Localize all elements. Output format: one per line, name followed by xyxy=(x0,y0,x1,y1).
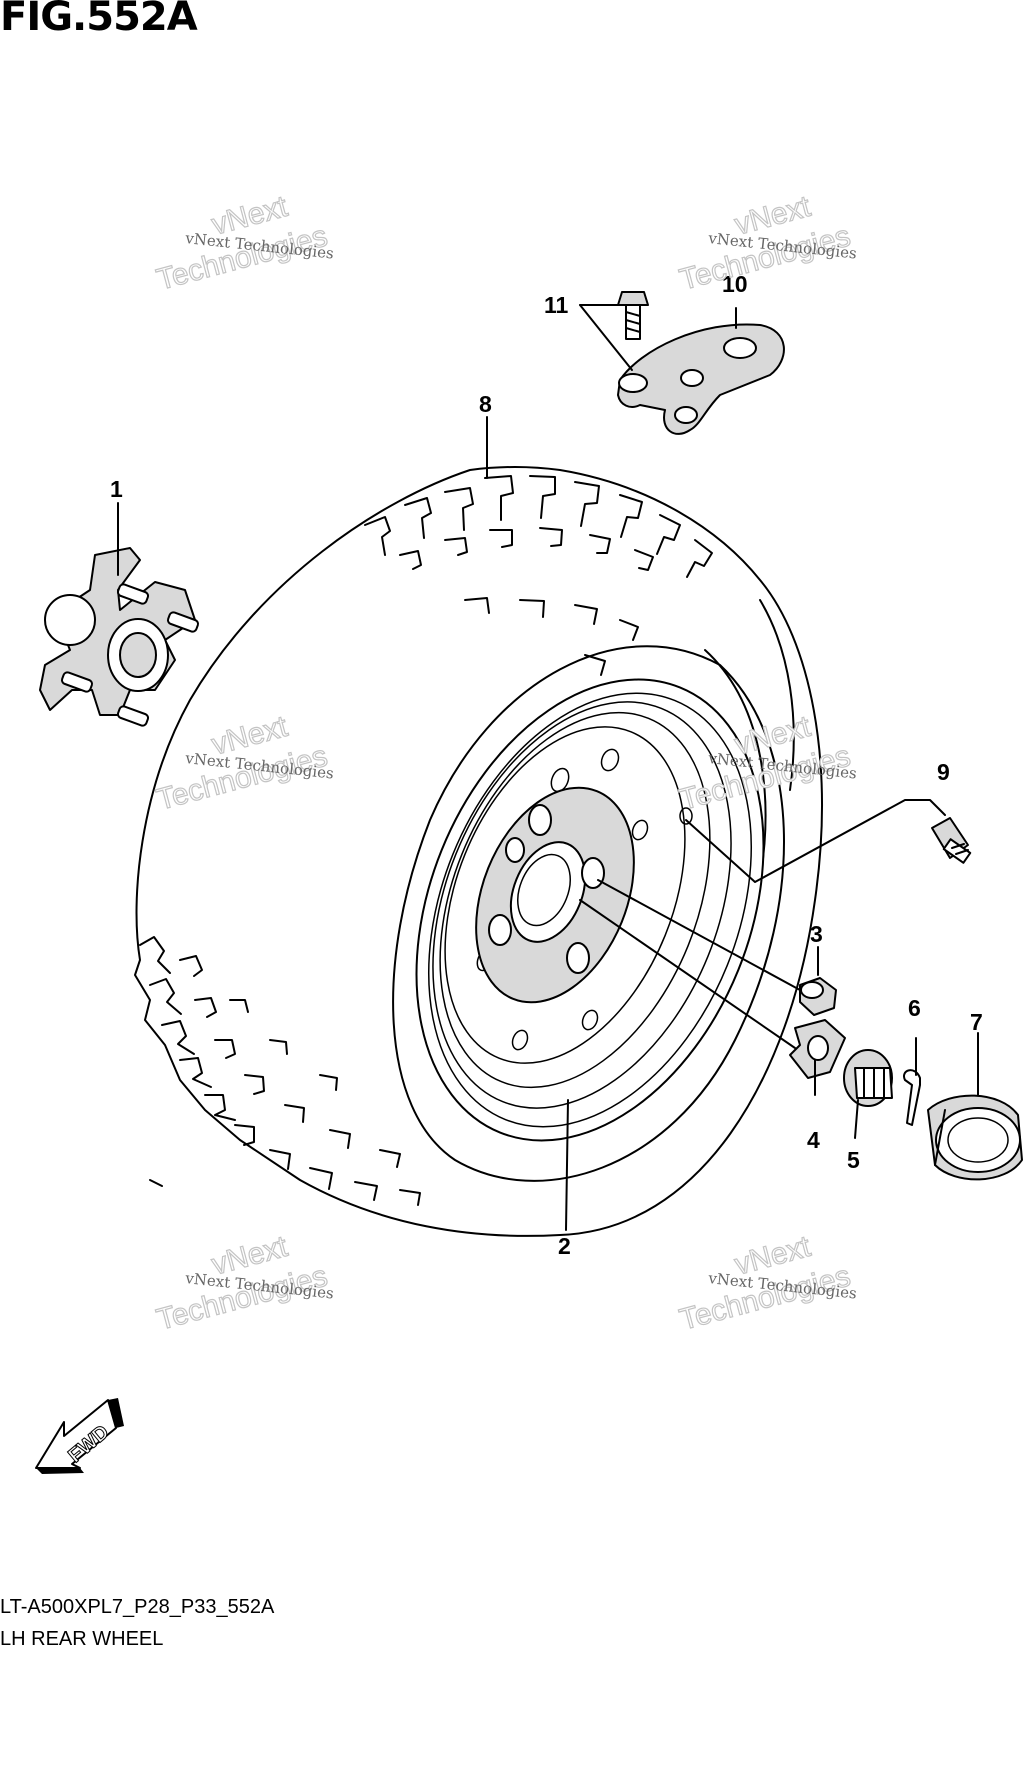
watermark-5: vNext Technologies vNext Technologies xyxy=(153,1229,335,1337)
callout-10: 10 xyxy=(722,271,748,297)
watermark-2: vNext Technologies vNext Technologies xyxy=(676,189,858,297)
watermark-6: vNext Technologies vNext Technologies xyxy=(676,1229,858,1337)
model-code: LT-A500XPL7_P28_P33_552A xyxy=(0,1596,275,1618)
callout-11: 11 xyxy=(544,292,569,318)
bolt xyxy=(617,291,649,340)
valve xyxy=(931,817,972,864)
leader-lines xyxy=(117,304,979,1231)
wheel-rim xyxy=(415,678,765,1142)
callout-labels: 1 2 3 4 5 6 7 8 9 10 11 xyxy=(110,271,983,1259)
callout-6: 6 xyxy=(908,995,921,1021)
bracket xyxy=(617,323,785,435)
callout-5: 5 xyxy=(847,1147,860,1173)
callout-4: 4 xyxy=(807,1127,820,1153)
figure-title: FIG.552A xyxy=(0,0,198,40)
castle-nut xyxy=(843,1049,893,1107)
callout-1: 1 xyxy=(110,476,123,502)
hub xyxy=(39,547,200,727)
callout-7: 7 xyxy=(970,1009,983,1035)
callout-3: 3 xyxy=(810,921,823,947)
fwd-arrow-icon: FWD xyxy=(35,1398,124,1474)
hub-cap xyxy=(927,1094,1023,1181)
cotter-pin xyxy=(903,1069,921,1126)
callout-9: 9 xyxy=(937,759,950,785)
caption-title: LH REAR WHEEL xyxy=(0,1628,164,1650)
callout-2: 2 xyxy=(558,1233,571,1259)
wheel-nut xyxy=(799,977,837,1016)
callout-8: 8 xyxy=(479,391,492,417)
watermark-1: vNext Technologies vNext Technologies xyxy=(153,189,335,297)
washer xyxy=(789,1019,846,1079)
